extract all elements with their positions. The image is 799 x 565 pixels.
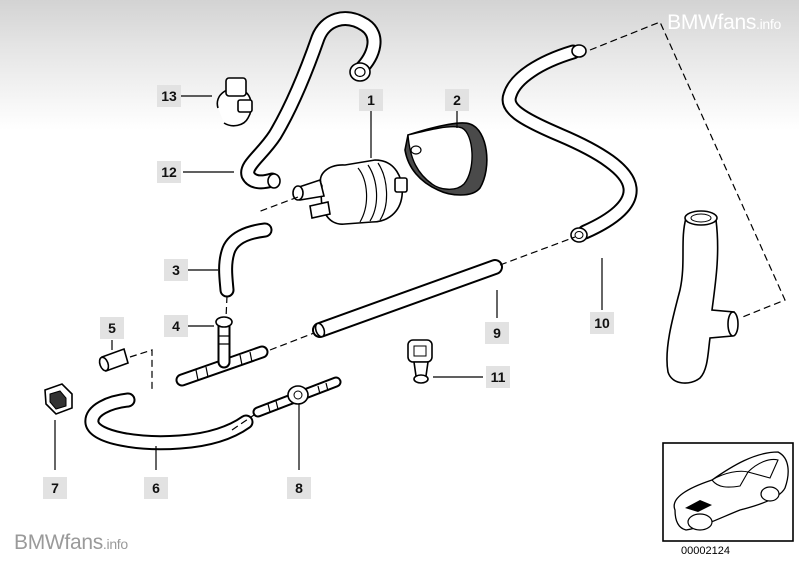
- filler-neck-icon: [666, 210, 739, 384]
- car-thumbnail-icon: [662, 442, 794, 542]
- dashed-connector-5: [129, 349, 153, 392]
- check-valve-8-icon: [252, 376, 342, 418]
- label-5: 5: [100, 317, 124, 339]
- label-7: 7: [43, 477, 67, 499]
- hose-3-icon: [218, 222, 273, 298]
- hose-9-icon: [312, 259, 503, 338]
- dashed-connector-8: [231, 414, 255, 431]
- dashed-connector-3: [257, 196, 299, 213]
- label-6: 6: [144, 477, 168, 499]
- bracket-2-icon: [404, 122, 488, 196]
- plug-5-icon: [98, 347, 129, 373]
- label-9: 9: [485, 322, 509, 344]
- dashed-connector-9: [269, 332, 315, 351]
- label-3: 3: [164, 259, 188, 281]
- label-12: 12: [157, 161, 181, 183]
- watermark-top: BMWfans.info: [667, 11, 781, 34]
- label-4: 4: [164, 315, 188, 337]
- watermark-bottom: BMWfans.info: [14, 531, 128, 554]
- label-13: 13: [157, 85, 181, 107]
- hose-6-icon: [84, 392, 254, 451]
- dashed-connector-9b: [499, 236, 576, 266]
- washer-pump-1-icon: [292, 159, 408, 225]
- dashed-connector-10: [589, 21, 786, 319]
- leader-lines: [54, 95, 603, 470]
- clip-7-icon: [44, 383, 73, 415]
- clamp-13-icon: [216, 77, 253, 127]
- label-8: 8: [287, 477, 311, 499]
- t-connector-4-icon: [175, 316, 269, 387]
- clip-11-icon: [407, 339, 433, 384]
- dashed-connector-4: [225, 295, 228, 319]
- diagram-number: 00002124: [681, 545, 730, 557]
- label-10: 10: [590, 312, 614, 334]
- label-2: 2: [445, 89, 469, 111]
- hose-10-icon: [501, 44, 638, 243]
- label-11: 11: [486, 366, 510, 388]
- label-1: 1: [359, 89, 383, 111]
- hose-12-icon: [240, 11, 382, 190]
